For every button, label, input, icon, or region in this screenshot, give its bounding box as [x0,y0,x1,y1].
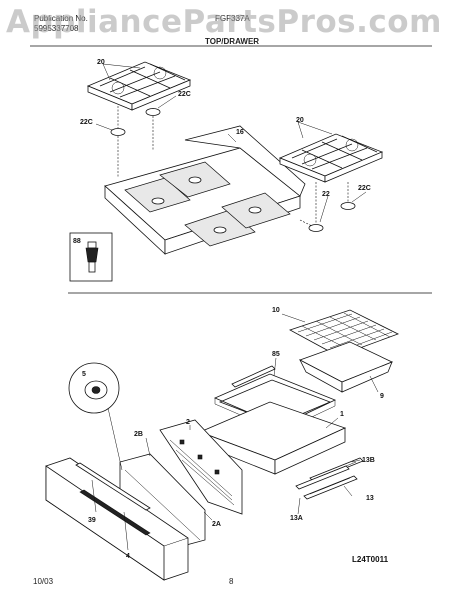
publication-label: Publication No. [34,14,88,23]
part-88-box [69,232,113,282]
callout-20-right: 20 [296,117,304,124]
right-burner-grate [278,133,384,183]
drawer-front [45,457,189,581]
callout-5: 5 [82,371,86,378]
callout-39: 39 [88,517,96,524]
callout-13a: 13A [290,515,303,522]
upper-side-rail [231,365,276,388]
drawer-body [198,401,347,475]
diagram-code: L24T0011 [352,555,389,564]
callout-22: 22 [322,191,330,198]
drawer-back-panel [159,419,243,515]
grate-grommet-left-rear [145,108,161,116]
publication-number: 5995337708 [34,24,79,33]
grate-grommet-right-front [308,224,324,232]
callout-22c-left-front: 22C [80,119,93,126]
left-burner-grate [86,61,192,111]
model-number: FGF337A [215,14,250,23]
callout-9: 9 [380,393,384,400]
callout-88: 88 [73,238,81,245]
knob-detail-circle [68,362,120,414]
cooktop [104,125,306,255]
callout-22c-left-rear: 22C [178,91,191,98]
callout-10: 10 [272,307,280,314]
callout-4: 4 [126,553,130,560]
footer-date: 10/03 [33,577,54,586]
callout-20-left: 20 [97,59,105,66]
callout-1: 1 [340,411,344,418]
callout-2b: 2B [134,431,143,438]
grate-grommet-left-front [110,128,126,136]
broiler-pan [299,341,393,393]
callout-16: 16 [236,129,244,136]
callout-22c-right: 22C [358,185,371,192]
drawer-slide-rails [295,457,364,500]
callout-13b: 13B [362,457,375,464]
footer-page-number: 8 [229,577,234,586]
grate-grommet-right-rear [340,202,356,210]
broiler-pan-insert [288,309,400,357]
callout-13: 13 [366,495,374,502]
gas-valve-fitting [85,241,99,273]
callout-2a: 2A [212,521,221,528]
callout-2: 2 [186,419,190,426]
section-title: TOP/DRAWER [205,37,260,46]
callout-85: 85 [272,351,280,358]
knob [84,380,108,400]
watermark: AppliancePartsPros.com [6,4,442,40]
